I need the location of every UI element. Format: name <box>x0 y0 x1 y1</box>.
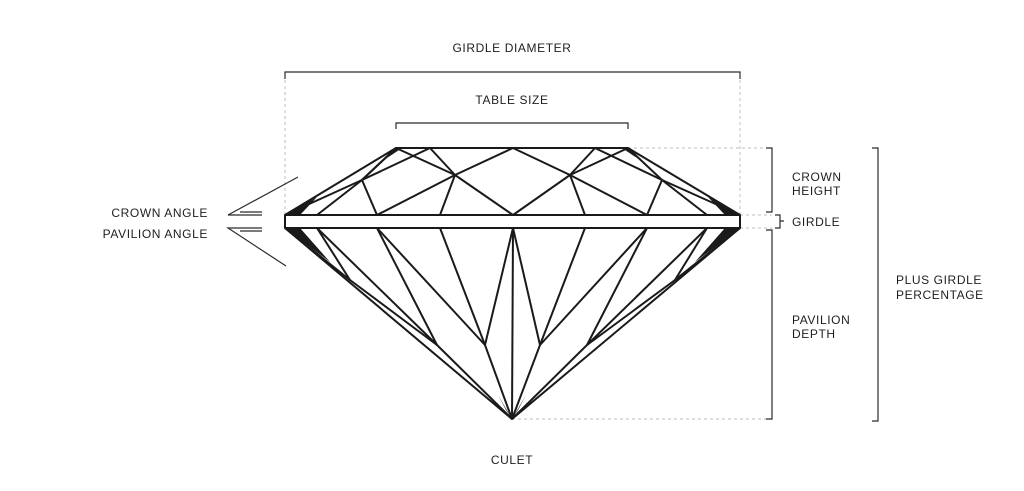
table-size-label: TABLE SIZE <box>475 93 548 107</box>
plus-girdle-label-line1: PLUS GIRDLE <box>896 273 982 287</box>
pavilion-angle-indicator <box>225 227 287 267</box>
crown-height-bracket <box>766 147 773 213</box>
pavilion-depth-label-line2: DEPTH <box>792 327 836 341</box>
total-depth-bracket <box>872 147 879 422</box>
girdle-diameter-bracket <box>284 71 741 79</box>
girdle-bracket <box>775 214 784 229</box>
angle-indicators <box>225 176 299 267</box>
crown-angle-indicator <box>227 176 299 216</box>
diamond-illustration <box>284 147 741 420</box>
girdle-label: GIRDLE <box>792 215 840 229</box>
pavilion-depth-label-line1: PAVILION <box>792 313 850 327</box>
dark-accent-facets <box>285 148 740 419</box>
girdle-diameter-label: GIRDLE DIAMETER <box>452 41 571 55</box>
pavilion-facets <box>284 227 741 420</box>
crown-angle-label: CROWN ANGLE <box>111 206 208 220</box>
crown-height-label-line1: CROWN <box>792 170 842 184</box>
plus-girdle-label-line2: PERCENTAGE <box>896 288 984 302</box>
measurement-brackets <box>284 71 879 422</box>
pavilion-angle-label: PAVILION ANGLE <box>103 227 208 241</box>
guide-lines <box>284 74 772 420</box>
diagram-labels: GIRDLE DIAMETER TABLE SIZE CROWN HEIGHT … <box>103 41 984 467</box>
table-size-bracket <box>395 122 629 129</box>
crown-facets <box>284 147 741 216</box>
diamond-outline <box>284 147 741 420</box>
crown-height-label-line2: HEIGHT <box>792 184 841 198</box>
culet-label: CULET <box>491 453 533 467</box>
pavilion-depth-bracket <box>766 229 773 420</box>
